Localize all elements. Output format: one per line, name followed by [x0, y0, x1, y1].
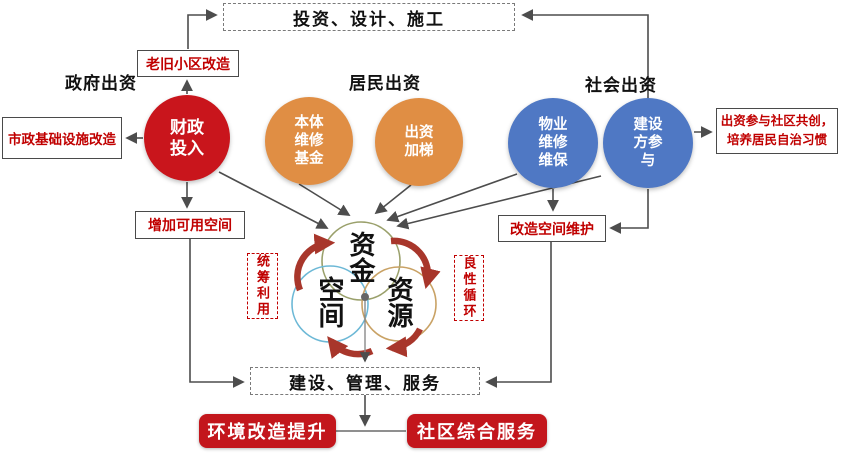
renovation-box: 老旧小区改造 [137, 50, 239, 77]
government-section-label: 政府出资 [46, 70, 156, 93]
property-maintenance-circle: 物业 维修 维保 [508, 98, 598, 188]
bottom-flow-label: 建设、管理、服务 [289, 373, 441, 393]
cycle-arrow-bottomleft [327, 336, 374, 359]
arrow-elevator-to-venn [374, 184, 412, 215]
connector-space-to-bottomflow [189, 239, 245, 388]
municipal-box: 市政基础设施改造 [2, 117, 122, 159]
coordinated-use-tag: 统筹利用 [247, 253, 278, 319]
builder-line-3: 与 [640, 153, 656, 170]
cycle-arrow-topleft [294, 233, 336, 292]
fund-line-3: 基金 [294, 151, 324, 168]
elevator-funding-label: 出资 加梯 [405, 124, 434, 160]
connector-builder-to-topflow [521, 8, 649, 98]
builder-line-2: 方参 [633, 134, 663, 151]
property-maintenance-label: 物业 维修 维保 [539, 116, 568, 170]
virtuous-cycle-tag: 良性循环 [454, 255, 484, 321]
social-section-label: 社会出资 [566, 72, 676, 95]
arrow-fiscal-to-venn [218, 171, 329, 229]
top-flow-label: 投资、设计、施工 [293, 9, 445, 29]
cocreation-label: 出资参与社区共创， 培养居民自治习惯 [721, 112, 834, 150]
fund-line-1: 本体 [294, 114, 324, 131]
available-space-label: 增加可用空间 [148, 217, 232, 233]
coordinated-use-label: 统筹利用 [255, 254, 270, 318]
renovation-label: 老旧小区改造 [146, 55, 230, 72]
bottom-flow-box: 建设、管理、服务 [250, 367, 480, 395]
top-flow-box: 投资、设计、施工 [223, 3, 515, 31]
venn-resources-label: 资源 [384, 273, 415, 331]
connector-maintain-to-bottomflow [485, 242, 552, 388]
venn-center-dot [361, 293, 369, 301]
elevator-funding-circle: 出资 加梯 [375, 98, 463, 186]
venn-funds-label: 资金 [346, 228, 377, 286]
residents-section-label: 居民出资 [330, 70, 440, 93]
elevator-line-2: 加梯 [404, 143, 434, 159]
elevator-line-1: 出资 [404, 124, 434, 141]
cycle-arrow-topright [390, 237, 441, 290]
government-section-text: 政府出资 [65, 73, 137, 93]
municipal-label: 市政基础设施改造 [8, 132, 116, 147]
connector-renovation-to-topflow [187, 9, 218, 49]
builder-participation-circle: 建设 方参 与 [603, 98, 693, 188]
fiscal-line-2: 投入 [170, 139, 204, 158]
property-line-2: 维修 [538, 134, 568, 151]
environment-upgrade-label: 环境改造提升 [207, 422, 328, 442]
cocreation-box: 出资参与社区共创， 培养居民自治习惯 [716, 108, 838, 154]
space-maintenance-label: 改造空间维护 [510, 220, 594, 237]
arrow-property-to-venn [386, 173, 518, 223]
space-maintenance-box: 改造空间维护 [498, 215, 606, 242]
arrow-fund-to-venn [298, 183, 351, 216]
builder-line-1: 建设 [633, 116, 663, 133]
arrow-builder-to-maintain [609, 189, 649, 234]
maintenance-fund-label: 本体 维修 基金 [295, 114, 324, 168]
virtuous-cycle-label: 良性循环 [461, 256, 477, 320]
social-section-text: 社会出资 [585, 75, 657, 95]
available-space-box: 增加可用空间 [135, 211, 245, 239]
maintenance-fund-circle: 本体 维修 基金 [265, 97, 353, 185]
property-line-3: 维保 [538, 153, 568, 170]
residents-section-text: 居民出资 [349, 73, 421, 93]
venn-circle-funds [321, 221, 401, 301]
environment-upgrade-pill: 环境改造提升 [199, 414, 336, 448]
fund-line-2: 维修 [294, 132, 324, 149]
builder-participation-label: 建设 方参 与 [634, 116, 663, 170]
venn-funds-text: 资金 [346, 231, 377, 283]
venn-space-label: 空间 [315, 273, 346, 331]
venn-space-text: 空间 [315, 276, 346, 328]
fiscal-line-1: 财政 [170, 117, 204, 137]
cycle-arrow-bottomright [385, 327, 423, 358]
community-service-pill: 社区综合服务 [407, 414, 547, 448]
fiscal-investment-circle: 财政 投入 [144, 95, 230, 181]
cocreation-line-1: 出资参与社区共创， [720, 114, 834, 129]
venn-resources-text: 资源 [384, 276, 415, 328]
community-service-label: 社区综合服务 [417, 422, 537, 442]
cocreation-line-2: 培养居民自治习惯 [726, 133, 827, 147]
property-line-1: 物业 [538, 116, 568, 133]
fiscal-investment-label: 财政 投入 [170, 117, 204, 160]
